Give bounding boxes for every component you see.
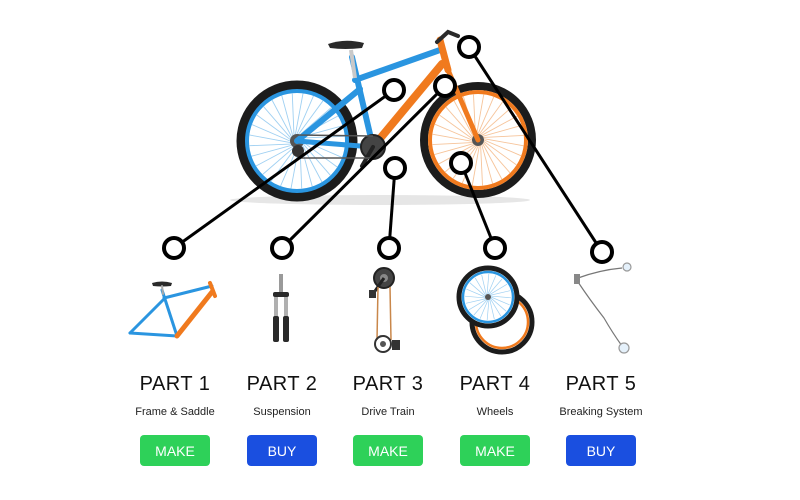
part-5-name: Breaking System <box>559 406 643 418</box>
part-4-card: PART 4 Wheels MAKE <box>440 370 550 466</box>
part-3-make-button[interactable]: MAKE <box>353 435 423 466</box>
handlebar <box>435 29 460 44</box>
seat-post <box>349 49 357 79</box>
callout-lines <box>173 46 604 253</box>
callout-brakes-marker <box>457 35 481 59</box>
part-5-buy-button[interactable]: BUY <box>566 435 636 466</box>
part-3-card: PART 3 Drive Train MAKE <box>333 370 443 466</box>
part-5-card: PART 5 Breaking System BUY <box>546 370 656 466</box>
part-1-card: PART 1 Frame & Saddle MAKE <box>120 370 230 466</box>
part-2-marker <box>270 236 294 260</box>
wheels-icon <box>456 265 535 355</box>
part-1-title: PART 1 <box>139 373 211 395</box>
callout-wheels-marker <box>449 151 473 175</box>
part-5-title: PART 5 <box>565 373 637 395</box>
part-4-marker <box>483 236 507 260</box>
part-1-marker <box>162 236 186 260</box>
callout-drivetrain-marker <box>383 156 407 180</box>
saddle <box>328 40 364 49</box>
part-5-marker <box>590 240 614 264</box>
part-2-title: PART 2 <box>246 373 318 395</box>
part-3-title: PART 3 <box>352 373 424 395</box>
rear-wheel <box>236 80 358 202</box>
part-2-card: PART 2 Suspension BUY <box>227 370 337 466</box>
rear-derailleur <box>292 145 304 157</box>
part-4-title: PART 4 <box>459 373 531 395</box>
suspension-fork-icon <box>273 274 289 342</box>
bike-frame-icon <box>128 281 217 339</box>
part-3-marker <box>377 236 401 260</box>
callout-suspension-marker <box>433 74 457 98</box>
part-2-buy-button[interactable]: BUY <box>247 435 317 466</box>
callout-markers-bike <box>382 35 481 180</box>
part-1-make-button[interactable]: MAKE <box>140 435 210 466</box>
part-4-name: Wheels <box>476 406 514 418</box>
drive-train-icon <box>369 267 400 353</box>
front-wheel <box>420 82 536 198</box>
part-4-make-button[interactable]: MAKE <box>460 435 530 466</box>
part-3-name: Drive Train <box>361 406 415 418</box>
part-1-name: Frame & Saddle <box>135 406 215 418</box>
part-2-name: Suspension <box>253 406 311 418</box>
bicycle-illustration <box>236 29 536 202</box>
brake-system-icon <box>574 262 632 354</box>
callout-frame-marker <box>382 78 406 102</box>
callout-markers-parts <box>162 236 614 264</box>
